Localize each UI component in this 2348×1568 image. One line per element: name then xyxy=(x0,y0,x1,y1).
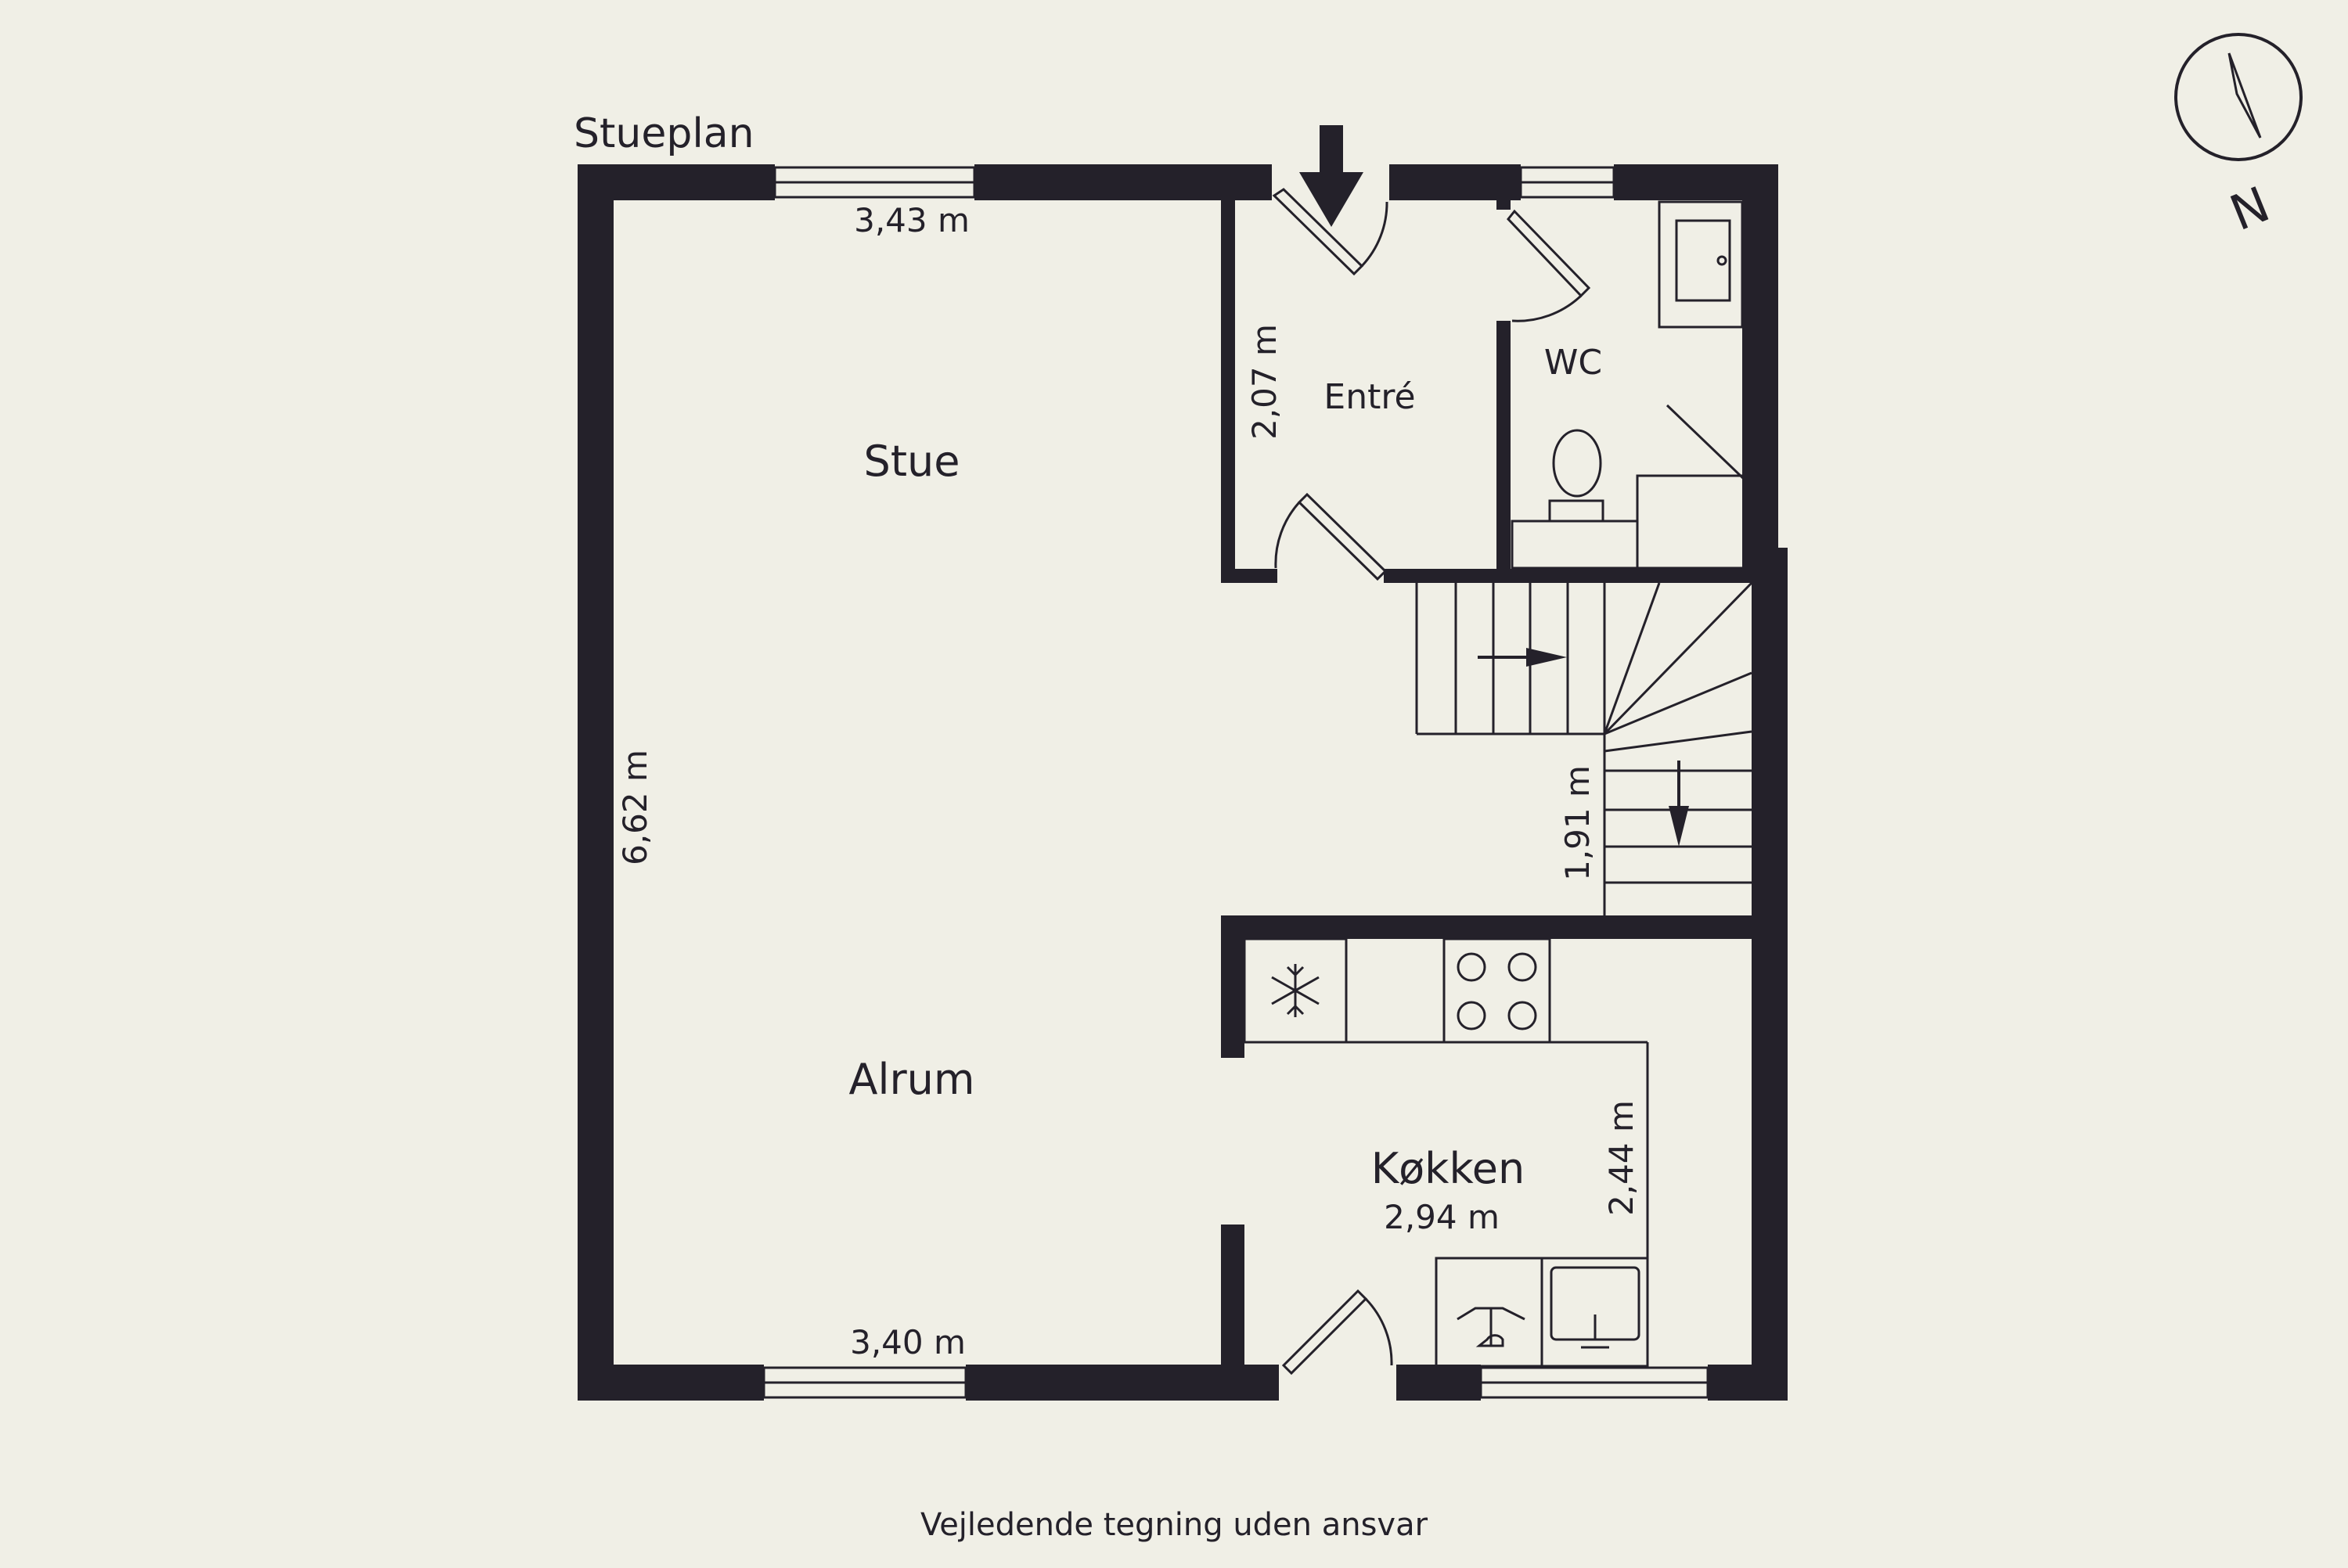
doors xyxy=(1272,188,1591,1376)
wall-stairs-right xyxy=(1752,548,1767,915)
toilet-icon xyxy=(1548,429,1604,523)
labels: Stueplan N Stue Entré WC Alrum Køkken 3,… xyxy=(574,110,2278,1543)
wall-bottom-right-a xyxy=(1396,1365,1481,1401)
wall-entre-left xyxy=(1221,196,1235,583)
wall-kitchen-top xyxy=(1221,915,1752,939)
wall-bottom-left xyxy=(578,1365,764,1401)
kitchen-door xyxy=(1281,1289,1368,1376)
dim-entre-depth: 2,07 m xyxy=(1245,324,1284,440)
dim-stue-width: 3,43 m xyxy=(854,201,970,239)
dim-alrum-width: 3,40 m xyxy=(850,1323,966,1361)
room-label-kokken: Køkken xyxy=(1371,1144,1525,1193)
wall-kitchen-left-upper xyxy=(1221,915,1244,1058)
wall-bottom-right-b xyxy=(1708,1365,1788,1401)
dim-length: 6,62 m xyxy=(616,750,654,865)
entre-inner-door xyxy=(1297,492,1388,581)
wc-shelf xyxy=(1636,474,1745,570)
wall-kitchen-left-lower xyxy=(1221,1225,1244,1365)
wall-entre-bottom-right xyxy=(1384,569,1752,583)
wall-wc-stub xyxy=(1496,196,1511,210)
floor-label: Stueplan xyxy=(574,110,754,157)
walls xyxy=(578,164,1788,1401)
dim-stair-width: 1,91 m xyxy=(1558,765,1597,881)
disclaimer: Vejledende tegning uden ansvar xyxy=(920,1507,1428,1543)
wall-top-middle xyxy=(974,164,1272,200)
compass-label: N xyxy=(2222,175,2277,242)
wall-entre-bottom-left xyxy=(1221,569,1277,583)
wc-counter xyxy=(1511,520,1639,570)
wc-fixtures xyxy=(1511,200,1745,570)
entrance-arrow-icon xyxy=(1299,125,1363,227)
windows xyxy=(762,166,1709,1399)
wall-bottom-middle xyxy=(966,1365,1279,1401)
room-label-alrum: Alrum xyxy=(849,1055,975,1104)
wall-right-upper xyxy=(1742,164,1778,571)
room-label-stue: Stue xyxy=(864,437,960,486)
compass-icon xyxy=(2174,33,2303,161)
hob-kettle-icon xyxy=(1457,1307,1525,1347)
kitchen-fixtures xyxy=(1243,937,1649,1368)
washbasin-icon xyxy=(1658,200,1744,329)
wall-top-right-a xyxy=(1389,164,1521,200)
wc-door xyxy=(1507,209,1591,298)
stair-direction-arrow-icon xyxy=(1478,648,1689,847)
staircase xyxy=(1415,581,1753,915)
stove-icon xyxy=(1442,937,1551,1044)
room-label-entre: Entré xyxy=(1323,377,1415,417)
dim-kitchen-width: 2,94 m xyxy=(1384,1198,1500,1236)
dim-kitchen-depth: 2,44 m xyxy=(1602,1100,1640,1216)
wall-left xyxy=(578,164,614,1401)
room-label-wc: WC xyxy=(1544,343,1602,383)
wall-wc-left xyxy=(1496,321,1511,575)
